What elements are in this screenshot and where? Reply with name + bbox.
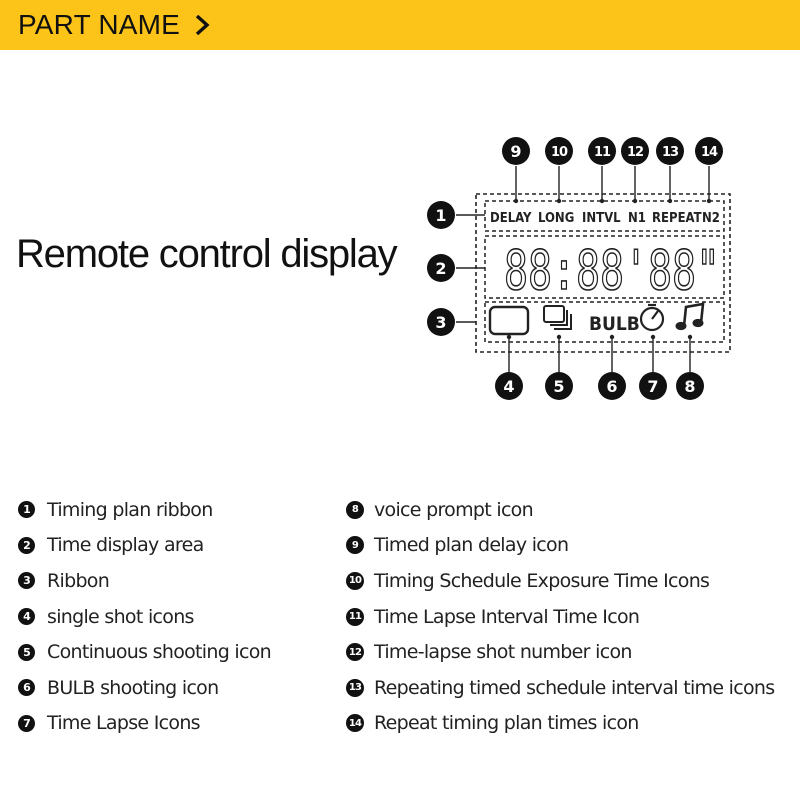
callout-8: 8 [684,377,695,396]
chevron-right-icon [194,14,210,36]
legend-number: 5 [18,643,35,661]
callout-13: 13 [662,145,679,160]
lcd-label-repeat: REPEAT [652,211,702,226]
lcd-outer-frame [475,193,731,353]
callout-12: 12 [627,145,643,160]
lcd-label-long: LONG [538,211,574,226]
callout-1: 1 [435,206,446,225]
callout-6: 6 [606,377,617,396]
callout-3: 3 [435,313,446,332]
legend-text: Time display area [47,534,204,557]
legend-number: 8 [346,500,364,519]
legend-text: Timing Schedule Exposure Time Icons [374,569,710,592]
legend-text: Repeat timing plan times icon [374,712,639,735]
legend-number: 12 [346,643,364,662]
time-lapse-icon [639,303,665,332]
continuous-shooting-icon [543,305,572,330]
legend-item: 5 Continuous shooting icon [18,634,272,670]
callout-5: 5 [553,377,564,396]
legend-number: 1 [18,501,35,519]
legend-number: 13 [346,678,364,697]
legend-item: 12 Time-lapse shot number icon [346,634,774,670]
legend-text: Repeating timed schedule interval time i… [374,676,775,699]
legend-left: 1 Timing plan ribbon 2 Time display area 3… [18,492,272,742]
legend-item: 13 Repeating timed schedule interval time… [346,670,775,706]
legend-item: 9 Timed plan delay icon [346,528,774,564]
legend-item: 1 Timing plan ribbon [18,492,271,528]
lcd-diagram: DELAY LONG INTVL N1 REPEAT N2 88:88'88" … [427,137,731,400]
legend-item: 14 Repeat timing plan times icon [346,706,774,742]
legend-text: Time-lapse shot number icon [374,641,632,664]
legend-number: 7 [18,714,35,732]
lcd-label-n1: N1 [628,211,646,226]
legend-number: 6 [18,679,35,697]
callout-10: 10 [551,145,568,160]
legend-text: Ribbon [47,569,110,592]
legend-item: 2 Time display area [18,528,271,564]
callout-7: 7 [647,377,658,396]
legend-text: Continuous shooting icon [47,641,272,664]
header-bar: PART NAME [0,0,800,50]
legend-item: 11 Time Lapse Interval Time Icon [346,599,774,635]
callout-14: 14 [701,145,718,160]
header-title: PART NAME [18,9,181,40]
callout-11: 11 [594,145,611,160]
legend-item: 6 BULB shooting icon [18,670,271,706]
lcd-label-intvl: INTVL [582,211,621,226]
time-digits: 88:88'88" [504,239,720,302]
legend-item: 10 Timing Schedule Exposure Time Icons [346,563,774,599]
legend-number: 10 [346,571,364,590]
legend-item: 4 single shot icons [18,599,271,635]
lcd-label-delay: DELAY [490,211,532,226]
legend-text: voice prompt icon [374,498,534,521]
legend-number: 2 [18,536,35,554]
legend-item: 3 Ribbon [18,563,271,599]
single-shot-icon [488,305,530,336]
legend-number: 9 [346,536,364,555]
legend-number: 4 [18,608,35,626]
legend-right: 8 voice prompt icon 9 Timed plan delay ico… [346,492,775,742]
display-title: Remote control display [16,232,398,276]
legend-text: single shot icons [47,605,194,628]
legend-text: Timed plan delay icon [374,534,569,557]
timing-plan-ribbon-box [484,200,725,232]
legend-text: BULB shooting icon [47,676,219,699]
callout-2: 2 [435,259,446,278]
lcd-label-n2: N2 [702,211,720,226]
bulb-label: BULB [589,313,640,335]
ribbon-box [484,301,725,343]
time-display-box [484,235,725,299]
legend-number: 14 [346,714,364,733]
callout-4: 4 [503,377,514,396]
callout-9: 9 [510,142,521,161]
legend-text: Time Lapse Interval Time Icon [374,605,640,628]
legend-number: 11 [346,607,364,626]
legend-number: 3 [18,572,35,590]
legend-item: 7 Time Lapse Icons [18,706,271,742]
legend-item: 8 voice prompt icon [346,492,774,528]
legend-text: Timing plan ribbon [47,498,213,521]
legend-text: Time Lapse Icons [47,712,201,735]
voice-prompt-icon [675,302,705,331]
